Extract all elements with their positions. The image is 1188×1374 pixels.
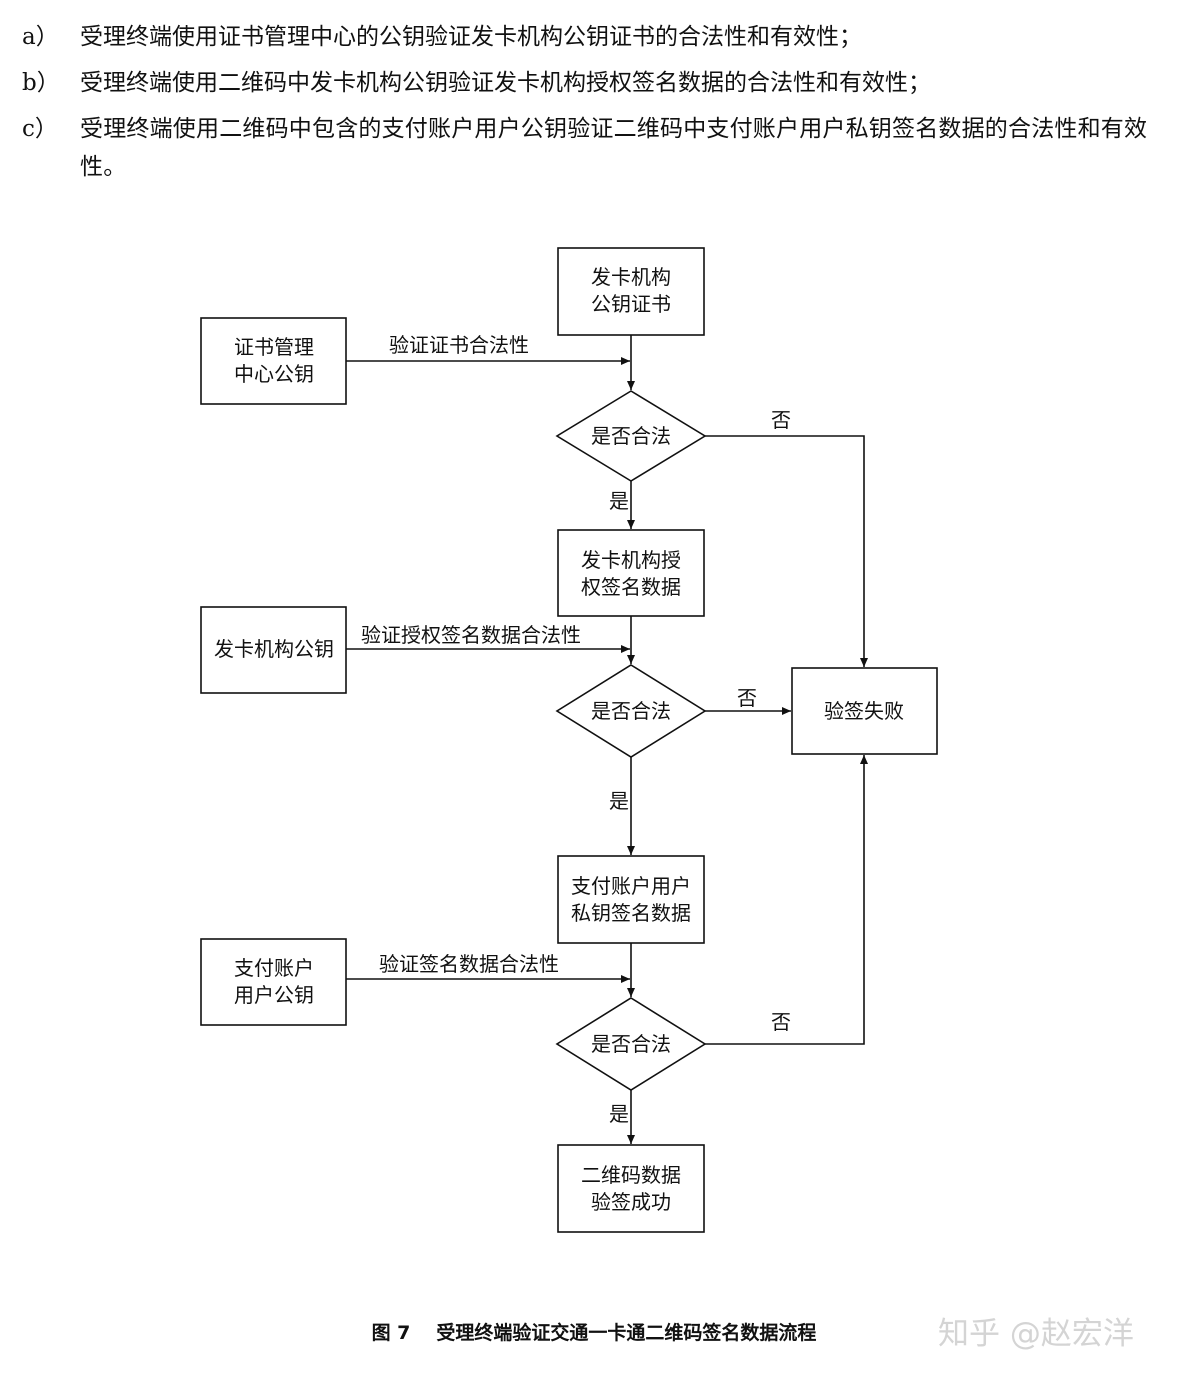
cert-center-key-box <box>200 317 347 405</box>
no2-label: 否 <box>737 686 757 710</box>
check2-label: 是否合法 <box>591 699 671 723</box>
user-sign-data-box <box>557 855 705 944</box>
verify-sign-label: 验证签名数据合法性 <box>379 952 559 976</box>
issuer-cert-label-2: 公钥证书 <box>591 292 671 316</box>
verify-auth-label: 验证授权签名数据合法性 <box>361 623 581 647</box>
list-marker: b） <box>22 70 60 96</box>
user-sign-data-label-2: 私钥签名数据 <box>571 901 691 925</box>
arrow-no3-to-fail <box>705 755 868 1045</box>
user-key-box <box>200 938 347 1026</box>
issuer-sign-data-label-2: 权签名数据 <box>581 575 681 599</box>
user-key-label-2: 用户公钥 <box>234 983 314 1007</box>
watermark: 知乎 @赵宏洋 <box>938 1316 1134 1352</box>
issuer-cert-label-1: 发卡机构 <box>591 265 671 289</box>
yes3-label: 是 <box>609 1102 629 1126</box>
list-item-b: b） 受理终端使用二维码中发卡机构公钥验证发卡机构授权签名数据的合法性和有效性； <box>0 60 1188 106</box>
issuer-key-label: 发卡机构公钥 <box>214 637 334 661</box>
no3-label: 否 <box>771 1010 791 1034</box>
list-item-c: c） 受理终端使用二维码中包含的支付账户用户公钥验证二维码中支付账户用户私钥签名… <box>0 106 1188 186</box>
list-text: 受理终端使用二维码中发卡机构公钥验证发卡机构授权签名数据的合法性和有效性； <box>80 70 931 96</box>
check1-label: 是否合法 <box>591 424 671 448</box>
arrow-no1-to-fail <box>705 435 868 667</box>
list-text: 受理终端使用证书管理中心的公钥验证发卡机构公钥证书的合法性和有效性； <box>80 24 862 50</box>
user-sign-data-label-1: 支付账户用户 <box>571 874 691 898</box>
check3-label: 是否合法 <box>591 1032 671 1056</box>
fail-box <box>791 667 938 755</box>
issuer-sign-data-box <box>557 529 705 617</box>
user-key-label-1: 支付账户 <box>234 956 314 980</box>
verify-cert-label: 验证证书合法性 <box>389 333 529 357</box>
list-marker: a） <box>22 24 59 50</box>
issuer-sign-data-label-1: 发卡机构授 <box>581 548 681 572</box>
success-label-2: 验签成功 <box>591 1190 671 1214</box>
figure-number: 图 7 <box>371 1322 411 1344</box>
success-label-1: 二维码数据 <box>581 1163 681 1187</box>
requirement-list: a） 受理终端使用证书管理中心的公钥验证发卡机构公钥证书的合法性和有效性； b）… <box>0 14 1188 186</box>
issuer-key-box <box>200 606 347 694</box>
list-item-a: a） 受理终端使用证书管理中心的公钥验证发卡机构公钥证书的合法性和有效性； <box>0 14 1188 60</box>
figure-caption: 图 7 受理终端验证交通一卡通二维码签名数据流程 <box>0 1318 1188 1345</box>
yes1-label: 是 <box>609 489 629 513</box>
list-marker: c） <box>22 116 58 142</box>
cert-center-key-label-1: 证书管理 <box>234 335 314 359</box>
success-box <box>557 1144 705 1233</box>
fail-label: 验签失败 <box>824 699 904 723</box>
figure-title: 受理终端验证交通一卡通二维码签名数据流程 <box>436 1322 817 1344</box>
cert-center-key-label-2: 中心公钥 <box>234 362 314 386</box>
list-text: 受理终端使用二维码中包含的支付账户用户公钥验证二维码中支付账户用户私钥签名数据的… <box>80 116 1148 180</box>
no1-label: 否 <box>771 408 791 432</box>
yes2-label: 是 <box>609 789 629 813</box>
